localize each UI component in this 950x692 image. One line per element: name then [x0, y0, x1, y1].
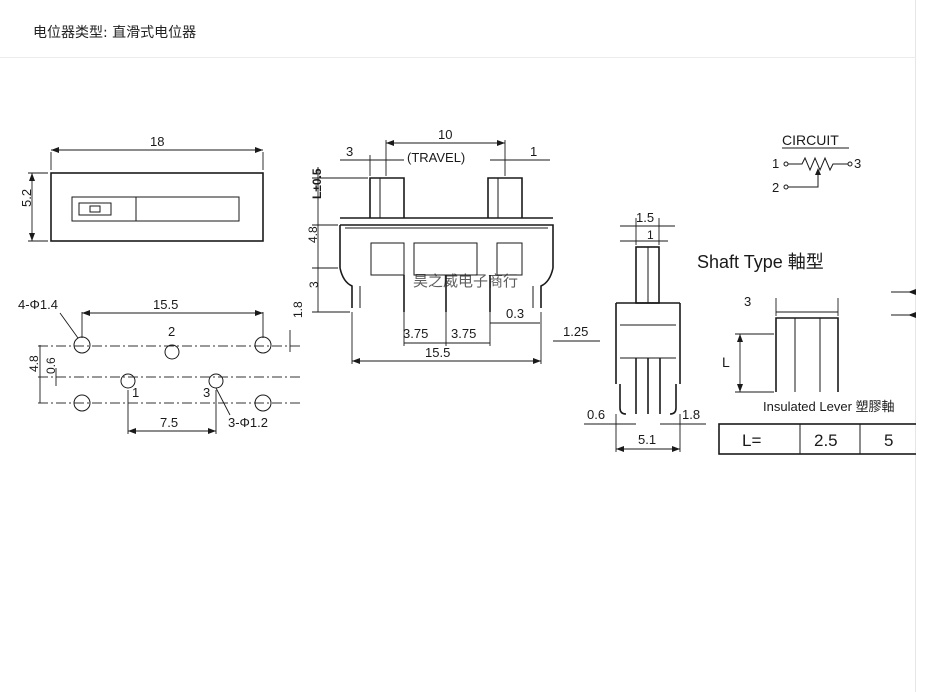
- dim-pin-height: 3: [307, 281, 321, 288]
- circuit-terminal-3: 3: [854, 156, 861, 171]
- dim-shaft-height: L±0.5: [310, 168, 324, 199]
- pcb-layout: 15.5 4-Φ1.4 1.8 4.8 0.6 2 1 3 7.5 3-Φ1.2: [18, 297, 305, 434]
- dim-pin-pitch-right: 3.75: [451, 326, 476, 341]
- dim-pin-width: 0.3: [506, 306, 524, 321]
- circuit-terminal-1: 1: [772, 156, 779, 171]
- dim-base-width: 5.1: [638, 432, 656, 447]
- dim-row-gap: 4.8: [27, 355, 41, 372]
- shaft-type-title: Shaft Type 軸型: [697, 252, 824, 272]
- dim-travel: 10: [438, 127, 452, 142]
- mount-holes-label: 4-Φ1.4: [18, 297, 58, 312]
- dim-side-inner-width: 1: [647, 228, 654, 242]
- dim-left-gap: 3: [346, 144, 353, 159]
- dim-top-height: 5.2: [19, 189, 34, 207]
- dim-right-gap: 1: [530, 144, 537, 159]
- header-bar: 电位器类型: 直滑式电位器: [0, 0, 916, 58]
- content-frame: 电位器类型: 直滑式电位器 18 5.2: [0, 0, 916, 692]
- page-title: 电位器类型: 直滑式电位器: [33, 25, 197, 41]
- pin-3-label: 3: [203, 385, 210, 400]
- dim-top-offset: 1.8: [291, 301, 305, 318]
- dim-pin-pitch: 7.5: [160, 415, 178, 430]
- dim-top-width: 18: [150, 134, 164, 149]
- pin-holes-label: 3-Φ1.2: [228, 415, 268, 430]
- dim-right-pin: 1.8: [682, 407, 700, 422]
- watermark-text: 昊之威电子商行: [413, 273, 518, 290]
- dim-body-height: 4.8: [306, 226, 320, 243]
- potentiometer-dimension-drawing: 18 5.2: [18, 127, 916, 455]
- side-view: 1.5 1 1.25 5.1 0.6 1.8: [553, 210, 706, 452]
- pin-1-label: 1: [132, 385, 139, 400]
- shaft-height-dim: L: [722, 354, 730, 370]
- front-view: 10 3 1 (TRAVEL) L±0.5 4.8 3 3.75 3.75 0.…: [306, 127, 554, 364]
- pin-2-label: 2: [168, 324, 175, 339]
- shaft-type-section: Shaft Type 軸型 3 L Insulated Lever 塑膠軸 L=…: [697, 252, 916, 455]
- insulated-lever-caption: Insulated Lever 塑膠軸: [763, 399, 895, 414]
- dim-pin-pitch-left: 3.75: [403, 326, 428, 341]
- circuit-title: CIRCUIT: [782, 132, 839, 148]
- table-cell-2-5: 2.5: [814, 431, 838, 450]
- travel-label: (TRAVEL): [407, 150, 465, 165]
- dim-mount-span: 15.5: [153, 297, 178, 312]
- top-view: 18 5.2: [19, 134, 264, 242]
- table-cell-5: 5: [884, 431, 893, 450]
- dim-pin-span: 15.5: [425, 345, 450, 360]
- dim-pin-offset: 0.6: [44, 357, 58, 374]
- dim-side-top-width: 1.5: [636, 210, 654, 225]
- table-cell-label: L=: [742, 431, 761, 450]
- circuit-terminal-2: 2: [772, 180, 779, 195]
- shaft-width-dim: 3: [744, 294, 751, 309]
- dim-side-right: 1.25: [563, 324, 588, 339]
- dim-left-pin: 0.6: [587, 407, 605, 422]
- circuit-diagram: CIRCUIT 1 3 2: [772, 132, 861, 195]
